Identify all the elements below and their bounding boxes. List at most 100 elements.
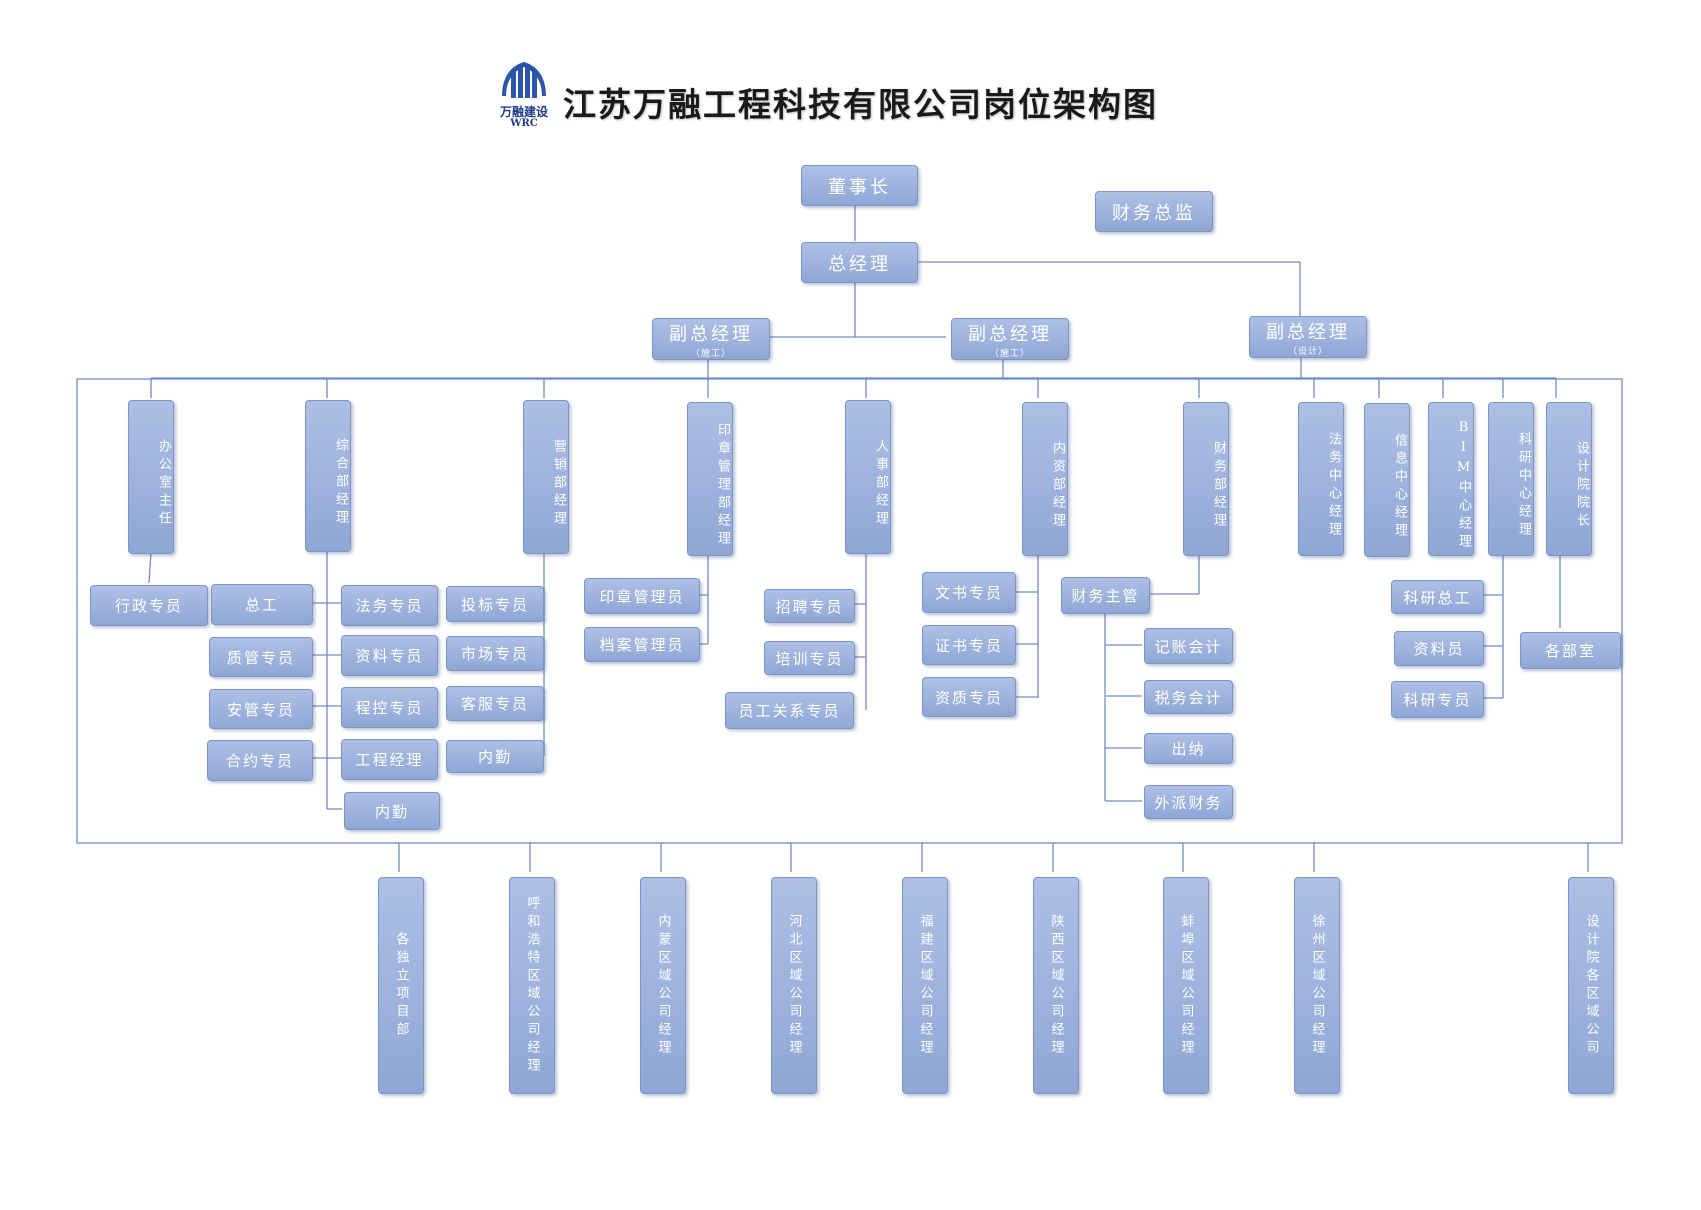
region-inner-mongolia[interactable]: 内蒙区域公司经理 <box>640 877 686 1094</box>
staff-general-clerk[interactable]: 内勤 <box>344 792 440 830</box>
staff-quality[interactable]: 质管专员 <box>209 637 313 677</box>
staff-research-chief[interactable]: 科研总工 <box>1391 580 1484 614</box>
staff-label: 资料员 <box>1413 640 1465 658</box>
vp3-label: 副总经理 <box>1266 321 1350 343</box>
staff-research-specialist[interactable]: 科研专员 <box>1391 681 1484 718</box>
staff-design-departments[interactable]: 各部室 <box>1520 632 1621 669</box>
dept-label: 综合部经理 <box>333 438 348 528</box>
dept-bim-center[interactable]: BIM中心经理 <box>1428 402 1474 556</box>
dept-label: 科研中心经理 <box>1516 432 1531 540</box>
dept-marketing[interactable]: 营销部经理 <box>523 400 569 554</box>
vp3-sub-label: （设计） <box>1287 346 1328 357</box>
dept-label: 财务部经理 <box>1211 441 1226 531</box>
vp1-sub-label: （施工） <box>690 348 731 359</box>
staff-label: 内勤 <box>477 748 512 766</box>
staff-research-documents[interactable]: 资料员 <box>1394 631 1484 666</box>
staff-recruiting[interactable]: 招聘专员 <box>764 589 855 623</box>
dept-research-center[interactable]: 科研中心经理 <box>1488 402 1534 556</box>
gm-label: 总经理 <box>828 253 891 275</box>
dept-label: 人事部经理 <box>873 439 888 529</box>
staff-label: 安管专员 <box>226 700 295 719</box>
region-bengbu[interactable]: 蚌埠区域公司经理 <box>1163 877 1209 1094</box>
staff-bookkeeping[interactable]: 记账会计 <box>1144 628 1233 664</box>
dept-label: 营销部经理 <box>551 439 566 529</box>
region-hebei[interactable]: 河北区域公司经理 <box>771 877 817 1094</box>
staff-legal[interactable]: 法务专员 <box>341 585 438 626</box>
vp-construction-2-box[interactable]: 副总经理 （施工） <box>951 318 1069 360</box>
region-label: 内蒙区域公司经理 <box>655 913 671 1058</box>
staff-chief-engineer[interactable]: 总工 <box>211 584 313 625</box>
staff-certificates[interactable]: 证书专员 <box>922 625 1016 665</box>
dept-label: 信息中心经理 <box>1392 433 1407 541</box>
vp2-label: 副总经理 <box>968 323 1052 345</box>
staff-tax-accountant[interactable]: 税务会计 <box>1144 680 1233 714</box>
staff-label: 印章管理员 <box>599 587 685 606</box>
gm-box[interactable]: 总经理 <box>801 242 918 283</box>
dept-hr[interactable]: 人事部经理 <box>845 400 891 554</box>
dept-label: 办公室主任 <box>156 439 171 529</box>
staff-label: 法务专员 <box>355 597 424 615</box>
region-shaanxi[interactable]: 陕西区域公司经理 <box>1033 877 1079 1094</box>
staff-archive-admin[interactable]: 档案管理员 <box>584 627 700 662</box>
staff-seal-admin[interactable]: 印章管理员 <box>584 578 700 614</box>
staff-project-manager[interactable]: 工程经理 <box>341 739 438 780</box>
dept-finance[interactable]: 财务部经理 <box>1183 402 1229 556</box>
dept-legal-center[interactable]: 法务中心经理 <box>1298 402 1344 556</box>
region-xuzhou[interactable]: 徐州区域公司经理 <box>1294 877 1340 1094</box>
region-label: 蚌埠区域公司经理 <box>1178 913 1194 1058</box>
vp-design-box[interactable]: 副总经理 （设计） <box>1249 316 1367 358</box>
staff-label: 科研总工 <box>1403 588 1472 607</box>
staff-clerical[interactable]: 文书专员 <box>922 572 1016 613</box>
staff-label: 外派财务 <box>1154 793 1223 812</box>
staff-label: 质管专员 <box>226 648 295 667</box>
staff-label: 员工关系专员 <box>738 702 841 720</box>
dept-office[interactable]: 办公室主任 <box>128 400 174 554</box>
staff-admin[interactable]: 行政专员 <box>90 585 208 626</box>
staff-label: 行政专员 <box>114 597 183 615</box>
staff-label: 文书专员 <box>934 584 1003 602</box>
staff-label: 资质专员 <box>934 688 1003 707</box>
staff-market[interactable]: 市场专员 <box>446 636 544 671</box>
region-independent-projects[interactable]: 各独立项目部 <box>378 877 424 1094</box>
staff-label: 档案管理员 <box>599 636 685 654</box>
region-fujian[interactable]: 福建区域公司经理 <box>902 877 948 1094</box>
region-hohhot[interactable]: 呼和浩特区域公司经理 <box>509 877 555 1094</box>
staff-employee-relations[interactable]: 员工关系专员 <box>725 692 854 729</box>
staff-training[interactable]: 培训专员 <box>764 641 855 675</box>
dept-general[interactable]: 综合部经理 <box>305 400 351 552</box>
region-label: 福建区域公司经理 <box>917 913 933 1058</box>
staff-label: 记账会计 <box>1154 637 1223 656</box>
staff-documents[interactable]: 资料专员 <box>341 635 438 676</box>
region-label: 徐州区域公司经理 <box>1309 913 1325 1058</box>
staff-customer-service[interactable]: 客服专员 <box>446 686 544 721</box>
staff-label: 工程经理 <box>355 751 424 769</box>
dept-label: 印章管理部经理 <box>715 423 730 549</box>
staff-cashier[interactable]: 出纳 <box>1144 733 1233 764</box>
staff-finance-supervisor[interactable]: 财务主管 <box>1061 577 1150 614</box>
dept-design-institute[interactable]: 设计院院长 <box>1546 402 1592 556</box>
dept-info-center[interactable]: 信息中心经理 <box>1364 403 1410 557</box>
logo-cn-text: 万融建设 <box>499 105 548 119</box>
staff-marketing-clerk[interactable]: 内勤 <box>446 740 544 773</box>
staff-safety[interactable]: 安管专员 <box>209 689 313 729</box>
region-label: 设计院各区域公司 <box>1583 913 1599 1058</box>
vp1-label: 副总经理 <box>669 323 753 345</box>
staff-bidding[interactable]: 投标专员 <box>446 586 544 622</box>
region-design-regional[interactable]: 设计院各区域公司 <box>1568 877 1614 1094</box>
dept-seal[interactable]: 印章管理部经理 <box>687 402 733 556</box>
staff-contract[interactable]: 合约专员 <box>207 740 313 781</box>
staff-label: 科研专员 <box>1403 691 1472 709</box>
cfo-label: 财务总监 <box>1112 202 1196 224</box>
chairman-box[interactable]: 董事长 <box>801 165 918 206</box>
staff-external-finance[interactable]: 外派财务 <box>1144 785 1233 819</box>
staff-label: 税务会计 <box>1154 688 1223 707</box>
staff-qualifications[interactable]: 资质专员 <box>922 677 1016 717</box>
dept-label: 设计院院长 <box>1574 441 1589 531</box>
staff-label: 投标专员 <box>460 595 529 614</box>
vp-construction-1-box[interactable]: 副总经理 （施工） <box>652 318 770 360</box>
cfo-box[interactable]: 财务总监 <box>1095 191 1213 232</box>
page-title: 江苏万融工程科技有限公司岗位架构图 <box>563 85 1158 124</box>
dept-internal[interactable]: 内资部经理 <box>1022 402 1068 556</box>
staff-process-control[interactable]: 程控专员 <box>341 687 438 728</box>
staff-label: 证书专员 <box>934 636 1003 655</box>
